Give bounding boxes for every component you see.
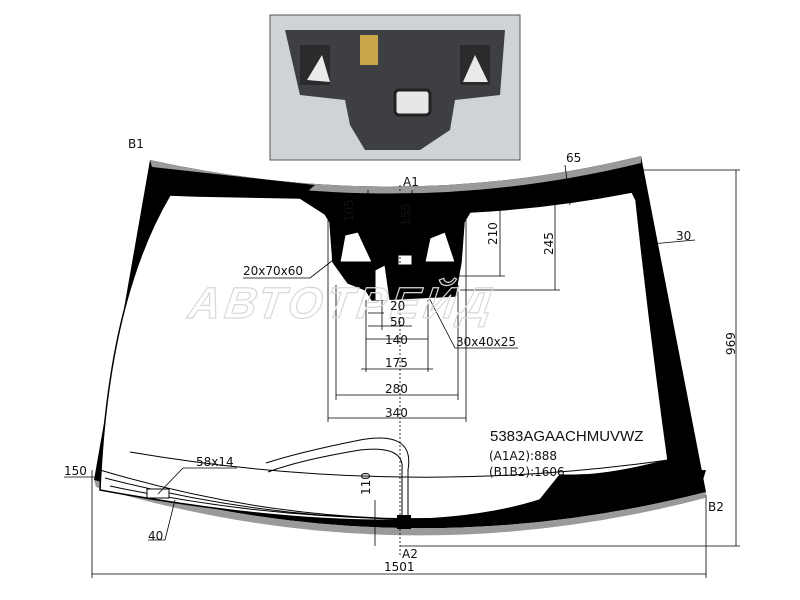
dim-245-label: 245: [542, 232, 556, 255]
dim-175-label: 175: [385, 356, 408, 370]
dim-20-label: 20: [390, 299, 405, 313]
dim-105-label: 105: [342, 199, 356, 222]
dim-969-label: 969: [724, 332, 738, 355]
b1b2-measurement: (B1B2):1606: [489, 465, 565, 479]
dim-110-label: 110: [359, 472, 373, 495]
a1-label: A1: [403, 175, 419, 189]
b2-label: B2: [708, 500, 724, 514]
pad-label: 58x14: [196, 455, 234, 469]
dim-40-label: 40: [148, 529, 163, 543]
dim-210-label: 210: [486, 222, 500, 245]
dim-150-label: 150: [64, 464, 87, 478]
watermark: АВТОТРЕЙД: [185, 277, 499, 328]
dim-155-label: 155: [399, 203, 413, 226]
part-code: 5383AGAACHMUVWZ: [490, 428, 643, 445]
dim-65-label: 65: [566, 151, 581, 165]
b1-label: B1: [128, 137, 144, 151]
mirror-mount-photo: [269, 14, 521, 161]
dim-50-label: 50: [390, 315, 405, 329]
sensor-label: 30x40x25: [456, 335, 516, 349]
dim-1501-label: 1501: [384, 560, 415, 574]
a1a2-measurement: (A1A2):888: [489, 449, 557, 463]
dimension-lines: [64, 164, 740, 578]
dim-140-label: 140: [385, 333, 408, 347]
dim-340-label: 340: [385, 406, 408, 420]
bracket-label: 20x70x60: [243, 264, 303, 278]
dim-280-label: 280: [385, 382, 408, 396]
dim-30-label: 30: [676, 229, 691, 243]
a2-label: A2: [402, 547, 418, 561]
